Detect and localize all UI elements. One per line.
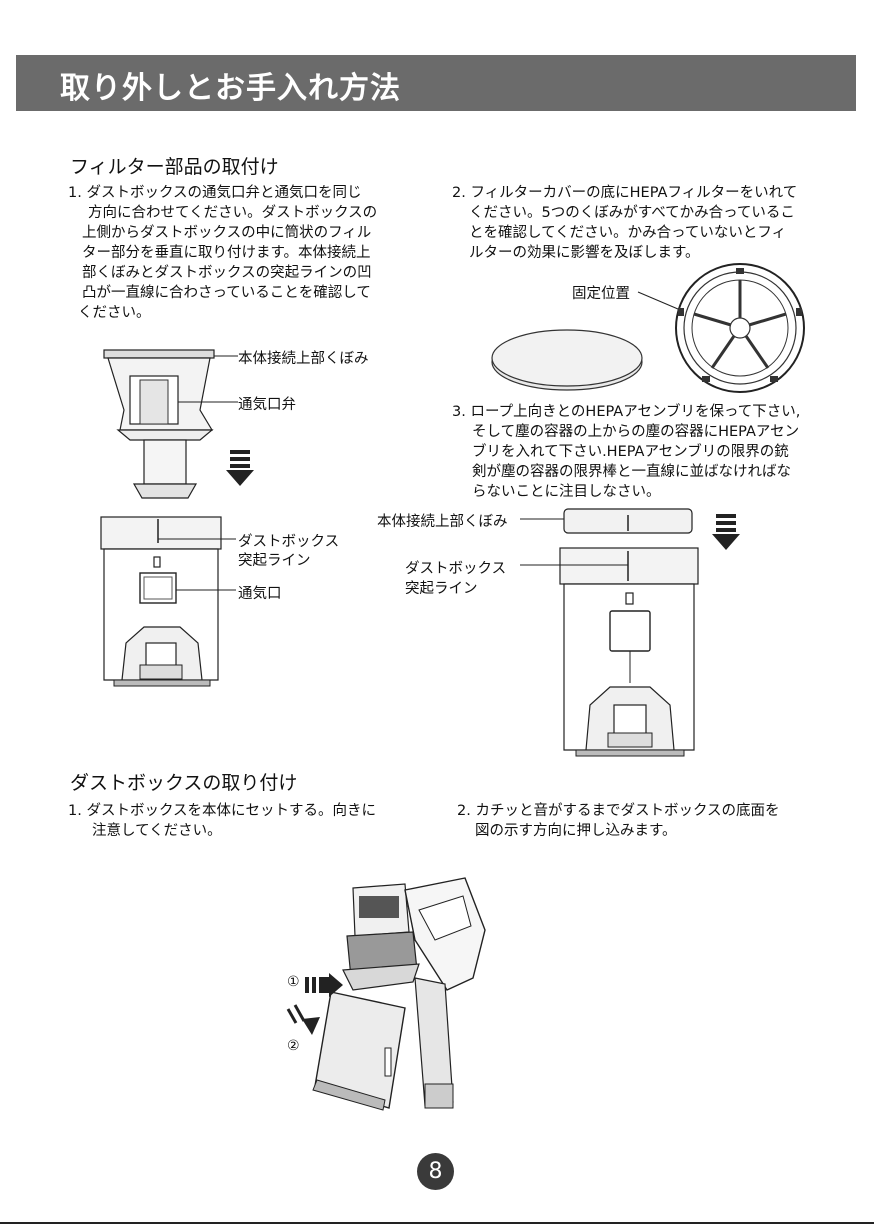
step3-line-3: ブリを入れて下さい.HEPAアセンブリの限界の銃 <box>472 444 789 460</box>
dustbox-illustration-left <box>100 516 236 687</box>
label-body-top-recess: 本体接続上部くぼみ <box>238 351 369 367</box>
vacuum-dustbox-illustration <box>312 877 486 1111</box>
step2-line-1: 2. フィルターカバーの底にHEPAフィルターをいれて <box>452 185 798 201</box>
sec2-step2-line-1: 2. カチッと音がするまでダストボックスの底面を <box>457 803 780 819</box>
sec2-step1-line-1: 1. ダストボックスを本体にセットする。向きに <box>68 803 377 819</box>
push-down-arrow-icon <box>286 1004 320 1035</box>
step3-line-1: 3. ロープ上向きとのHEPAアセンブリを保って下さい, <box>452 404 801 420</box>
step1-line-7: ください。 <box>78 305 151 321</box>
dustbox-illustration-right <box>520 508 699 757</box>
down-arrow-icon <box>226 450 254 486</box>
step1-line-1: 1. ダストボックスの通気口弁と通気口を同じ <box>68 185 362 201</box>
step2-line-3: とを確認してください。かみ合っていないとフィ <box>469 225 787 241</box>
label-body-top-recess-2: 本体接続上部くぼみ <box>377 514 508 530</box>
step1-line-5: 部くぼみとダストボックスの突起ラインの凹 <box>82 265 372 281</box>
step1-line-6: 凸が一直線に合わさっていることを確認して <box>82 285 371 301</box>
sec2-step1-line-2: 注意してください。 <box>92 823 222 839</box>
section-title-filter: フィルター部品の取付け <box>70 156 279 178</box>
filter-cylinder-illustration <box>103 349 238 499</box>
down-arrow-icon <box>712 514 740 550</box>
label-vent: 通気口 <box>238 586 282 602</box>
page-number: 8 <box>417 1153 454 1190</box>
leader-line <box>520 564 628 566</box>
marker-2: ② <box>287 1038 300 1054</box>
step1-line-4: ター部分を垂直に取り付けます。本体接続上 <box>82 245 371 261</box>
label-dustbox-ridge-2: 突起ライン <box>238 553 311 569</box>
push-arrow-icon <box>305 973 343 997</box>
marker-1: ① <box>287 974 300 990</box>
hepa-filter-illustration <box>491 263 805 393</box>
label-vent-valve: 通気口弁 <box>238 397 296 413</box>
step1-line-2: 方向に合わせてください。ダストボックスの <box>88 205 378 221</box>
step3-line-2: そして塵の容器の上からの塵の容器にHEPAアセン <box>472 424 800 440</box>
step1-line-3: 上側からダストボックスの中に筒状のフィル <box>82 225 372 241</box>
label-dustbox-ridge-1: ダストボックス <box>238 534 340 550</box>
label-fixed-position: 固定位置 <box>572 286 630 302</box>
page-title: 取り外しとお手入れ方法 <box>60 71 401 106</box>
section-title-dustbox: ダストボックスの取り付け <box>70 772 298 794</box>
label-dustbox-ridge-b2: 突起ライン <box>405 581 478 597</box>
label-dustbox-ridge-b1: ダストボックス <box>405 561 507 577</box>
bottom-rule <box>0 1222 874 1224</box>
sec2-step2-line-2: 図の示す方向に押し込みます。 <box>475 823 677 839</box>
header-bar: 取り外しとお手入れ方法 <box>16 55 856 111</box>
step3-line-4: 剣が塵の容器の限界棒と一直線に並ばなければな <box>472 464 791 480</box>
step3-line-5: らないことに注目しなさい。 <box>472 484 661 500</box>
step2-line-4: ルターの効果に影響を及ぼします。 <box>469 245 700 261</box>
step2-line-2: ください。5つのくぼみがすべてかみ合っているこ <box>469 205 795 221</box>
